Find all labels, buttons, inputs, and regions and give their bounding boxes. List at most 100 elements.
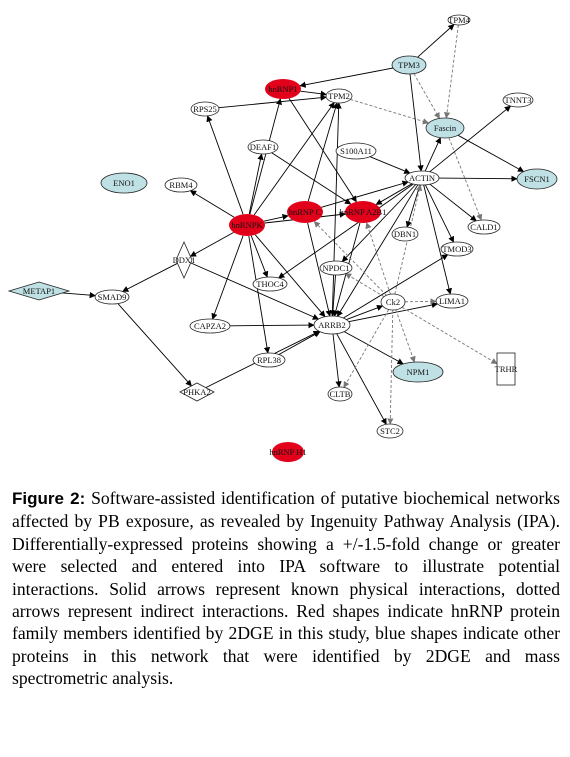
node-shape-ellipse xyxy=(404,170,440,186)
edge-arrb2-to-stc2 xyxy=(336,333,387,425)
node-label: CAPZA2 xyxy=(194,321,226,331)
node-smad9: SMAD9 xyxy=(94,289,130,305)
node-label: hnRNPK xyxy=(231,220,263,230)
edge-ck2-to-npdc1 xyxy=(344,273,385,298)
edge-tpm4-to-fascin xyxy=(443,24,459,119)
edge-hnrnpk-to-ddx1 xyxy=(189,232,234,257)
node-label: TPM2 xyxy=(328,91,350,101)
node-shape-diamond xyxy=(7,281,71,301)
node-label: NPM1 xyxy=(407,367,430,377)
node-shape-ellipse xyxy=(189,318,231,334)
node-shape-ellipse xyxy=(376,423,404,439)
node-npdc1: NPDC1 xyxy=(319,260,353,276)
edge-hnrnpk-to-rpl38 xyxy=(248,235,271,354)
edge-npdc1-to-arrb2 xyxy=(329,274,337,317)
node-ck2: Ck2 xyxy=(380,293,406,311)
node-lima1: LIMA1 xyxy=(435,293,469,309)
edge-smad9-to-phka2 xyxy=(117,303,192,387)
node-shape-ellipse xyxy=(435,293,469,309)
edge-arrb2-to-ck2 xyxy=(346,304,384,321)
node-label: ENO1 xyxy=(113,178,135,188)
node-shape-ellipse xyxy=(440,241,474,257)
node-shape-ellipse xyxy=(100,172,148,194)
node-shape-ellipse xyxy=(335,142,377,160)
edge-ck2-to-npm1 xyxy=(395,309,416,363)
node-shape-ellipse xyxy=(502,92,534,108)
node-shape-ellipse xyxy=(287,201,323,223)
node-label: DBN1 xyxy=(394,229,416,239)
figure-caption: Figure 2: Software-assisted identificati… xyxy=(12,487,560,690)
node-arrb2: ARRB2 xyxy=(313,315,351,335)
node-hnrnph1: hnRNP H1 xyxy=(269,442,307,462)
edge-fascin-to-cald1 xyxy=(448,137,483,221)
node-shape-ellipse xyxy=(391,55,427,75)
node-npm1: NPM1 xyxy=(392,361,444,383)
edge-ddx1-to-arrb2 xyxy=(190,262,320,320)
edge-actin-to-fscn1 xyxy=(438,175,518,182)
node-shape-ellipse xyxy=(265,79,301,99)
node-label: TPM4 xyxy=(448,15,470,25)
node-label: THOC4 xyxy=(256,279,284,289)
node-shape-ellipse xyxy=(94,289,130,305)
edge-actin-to-cald1 xyxy=(429,183,477,222)
node-shape-ellipse xyxy=(391,226,419,242)
node-stc2: STC2 xyxy=(376,423,404,439)
node-shape-ellipse xyxy=(190,101,220,117)
edge-hnrnpk-to-thoc4 xyxy=(250,235,269,278)
node-shape-rect xyxy=(496,352,516,386)
edge-hnrnpk-to-rps25 xyxy=(206,115,244,215)
edge-hnrnpk-to-hnrnp1 xyxy=(249,98,282,215)
edge-actin-to-npdc1 xyxy=(341,184,417,262)
edge-actin-to-tmod3 xyxy=(424,184,455,243)
edge-arrb2-to-tpm2 xyxy=(331,102,342,317)
edge-tpm3-to-hnrnp1 xyxy=(299,67,394,88)
edge-metap1-to-smad9 xyxy=(62,291,96,299)
node-shape-ellipse xyxy=(252,352,286,368)
node-trhr: TRHR xyxy=(495,352,518,386)
node-label: Fascin xyxy=(434,123,457,133)
edge-arrb2-to-tmod3 xyxy=(343,254,449,319)
node-fscn1: FSCN1 xyxy=(516,168,558,190)
node-label: RPS25 xyxy=(193,104,217,114)
node-label: TNNT3 xyxy=(505,95,532,105)
node-rbm4: RBM4 xyxy=(164,177,198,193)
edge-actin-to-fascin xyxy=(424,137,442,172)
node-cald1: CALD1 xyxy=(467,219,501,235)
edge-tpm2-to-fascin xyxy=(350,98,430,125)
node-tpm4: TPM4 xyxy=(447,14,471,26)
node-eno1: ENO1 xyxy=(100,172,148,194)
edge-hnrnpk-to-arrb2 xyxy=(254,234,326,318)
edge-ck2-to-trhr xyxy=(401,306,498,365)
edge-hnrnpc-to-tpm2 xyxy=(307,102,339,202)
node-label: hnRNP A2B1 xyxy=(340,207,387,217)
node-cltb: CLTB xyxy=(327,386,353,402)
node-tpm2: TPM2 xyxy=(325,88,353,104)
node-label: CLTB xyxy=(330,389,351,399)
node-shape-ellipse xyxy=(313,315,351,335)
edge-actin-to-dbn1 xyxy=(405,184,421,228)
edge-capza2-to-arrb2 xyxy=(229,321,315,329)
node-hnrnpa2b1: hnRNP A2B1 xyxy=(340,201,387,223)
node-label: DDX1 xyxy=(173,255,196,265)
node-label: NPDC1 xyxy=(323,263,350,273)
node-label: SMAD9 xyxy=(98,292,127,302)
node-shape-ellipse xyxy=(164,177,198,193)
edge-hnrnp1-to-tpm2 xyxy=(300,90,327,97)
node-label: TMOD3 xyxy=(442,244,471,254)
node-tnnt3: TNNT3 xyxy=(502,92,534,108)
node-label: STC2 xyxy=(380,426,400,436)
node-fascin: Fascin xyxy=(425,117,465,139)
node-metap1: METAP1 xyxy=(7,281,71,301)
edge-deaf1-to-hnrnpa2b1 xyxy=(271,152,352,205)
edge-arrb2-to-npm1 xyxy=(343,331,404,365)
node-shape-ellipse xyxy=(380,293,406,311)
node-label: Ck2 xyxy=(386,297,400,307)
node-rps25: RPS25 xyxy=(190,101,220,117)
node-dbn1: DBN1 xyxy=(391,226,419,242)
edge-actin-to-hnrnpa2b1 xyxy=(375,183,413,205)
edge-tpm3-to-actin xyxy=(409,73,424,172)
edge-hnrnpk-to-deaf1 xyxy=(248,153,264,215)
node-shape-ellipse xyxy=(247,139,279,155)
